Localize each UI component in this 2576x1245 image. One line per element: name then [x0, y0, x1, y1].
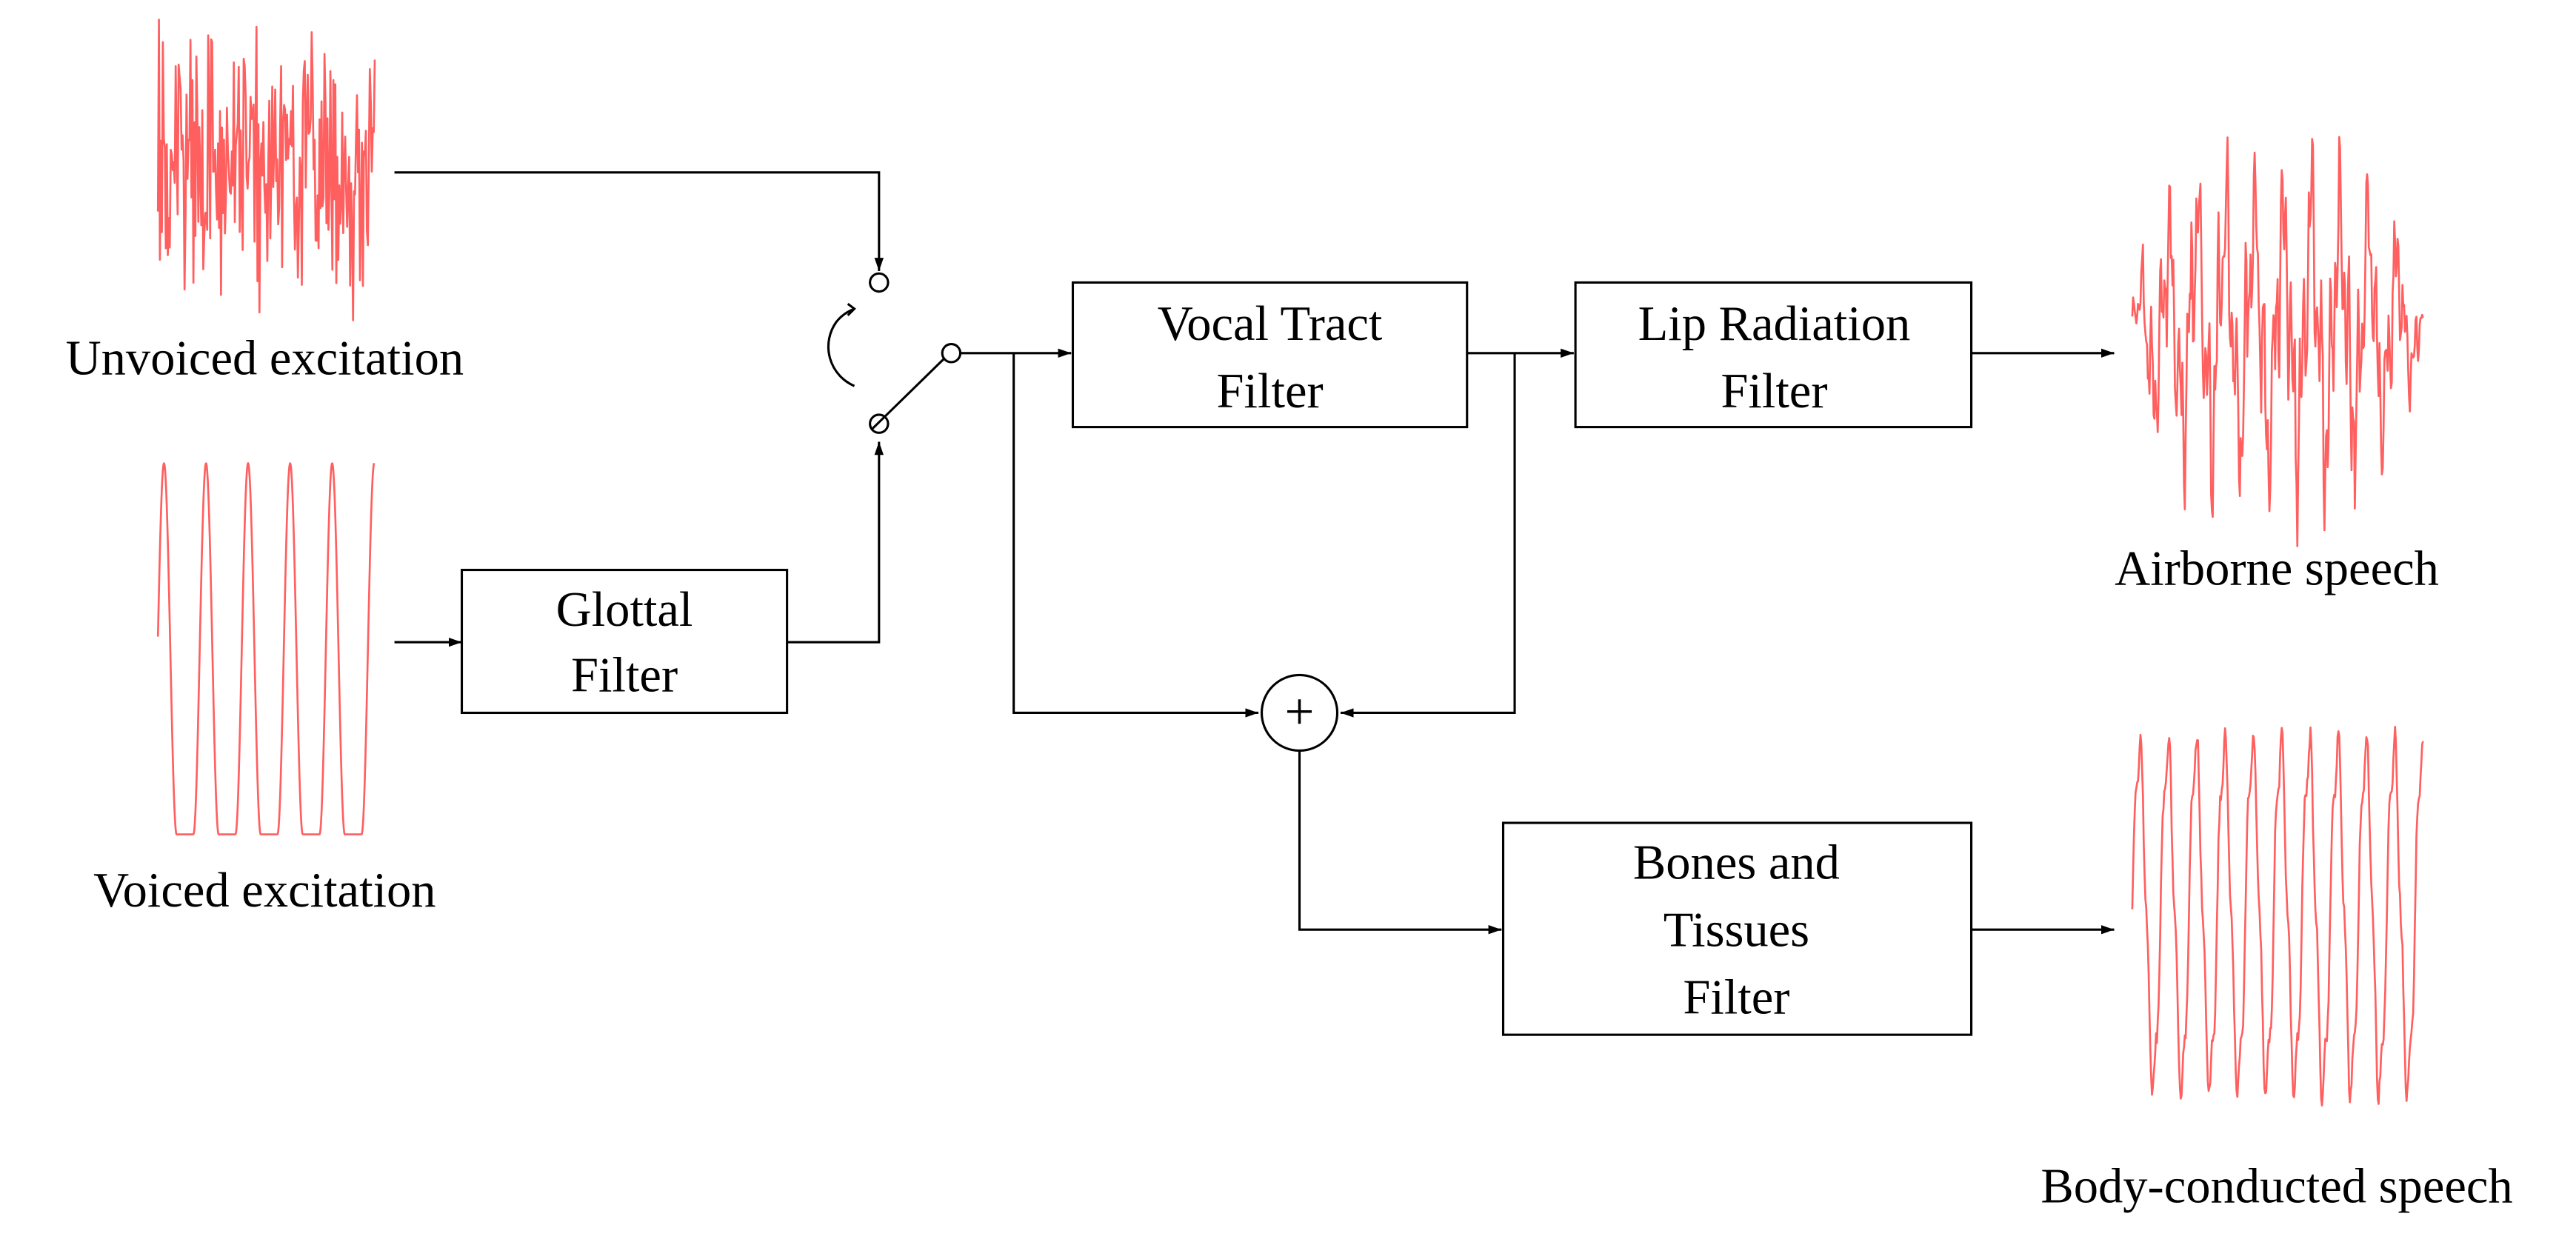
rotate-arrow-icon [827, 307, 855, 387]
unvoiced-arrow [394, 171, 884, 271]
sum-junction: + [1260, 673, 1339, 752]
svg-text:Filter: Filter [571, 649, 678, 703]
vocal-tract-filter-block: Vocal Tract Filter [1071, 281, 1469, 429]
glottal-filter-block: Glottal Filter [460, 568, 789, 715]
lip-radiation-filter-block: Lip Radiation Filter [1574, 281, 1973, 429]
unvoiced-waveform [156, 19, 376, 321]
svg-text:Tissues: Tissues [1664, 903, 1809, 957]
sum-to-bones-arrow [1298, 750, 1502, 935]
vocal-to-sum-arrow [1340, 353, 1516, 718]
svg-text:Lip Radiation: Lip Radiation [1638, 297, 1911, 351]
svg-text:Bones and: Bones and [1633, 835, 1840, 889]
unvoiced-label: Unvoiced excitation [66, 332, 464, 386]
svg-text:Filter: Filter [1217, 364, 1324, 418]
svg-text:+: + [1285, 684, 1315, 741]
switch-contact-unvoiced [869, 272, 890, 293]
svg-text:Vocal Tract: Vocal Tract [1158, 297, 1383, 351]
svg-text:Glottal: Glottal [556, 583, 693, 637]
excitation-to-sum-arrow [1012, 353, 1259, 718]
switch-lever [871, 357, 946, 430]
voiced-label: Voiced excitation [93, 864, 436, 918]
bones-tissues-filter-block: Bones and Tissues Filter [1501, 821, 1973, 1036]
body-label: Body-conducted speech [2041, 1159, 2512, 1213]
glottal-to-switch-arrow [787, 441, 884, 644]
svg-text:Filter: Filter [1683, 970, 1789, 1024]
switch-pivot [941, 343, 962, 364]
body-waveform [2131, 725, 2424, 1107]
switch [827, 272, 962, 434]
svg-text:Filter: Filter [1721, 364, 1827, 418]
voiced-waveform [156, 462, 376, 835]
airborne-label: Airborne speech [2115, 541, 2439, 595]
airborne-waveform [2131, 136, 2424, 547]
